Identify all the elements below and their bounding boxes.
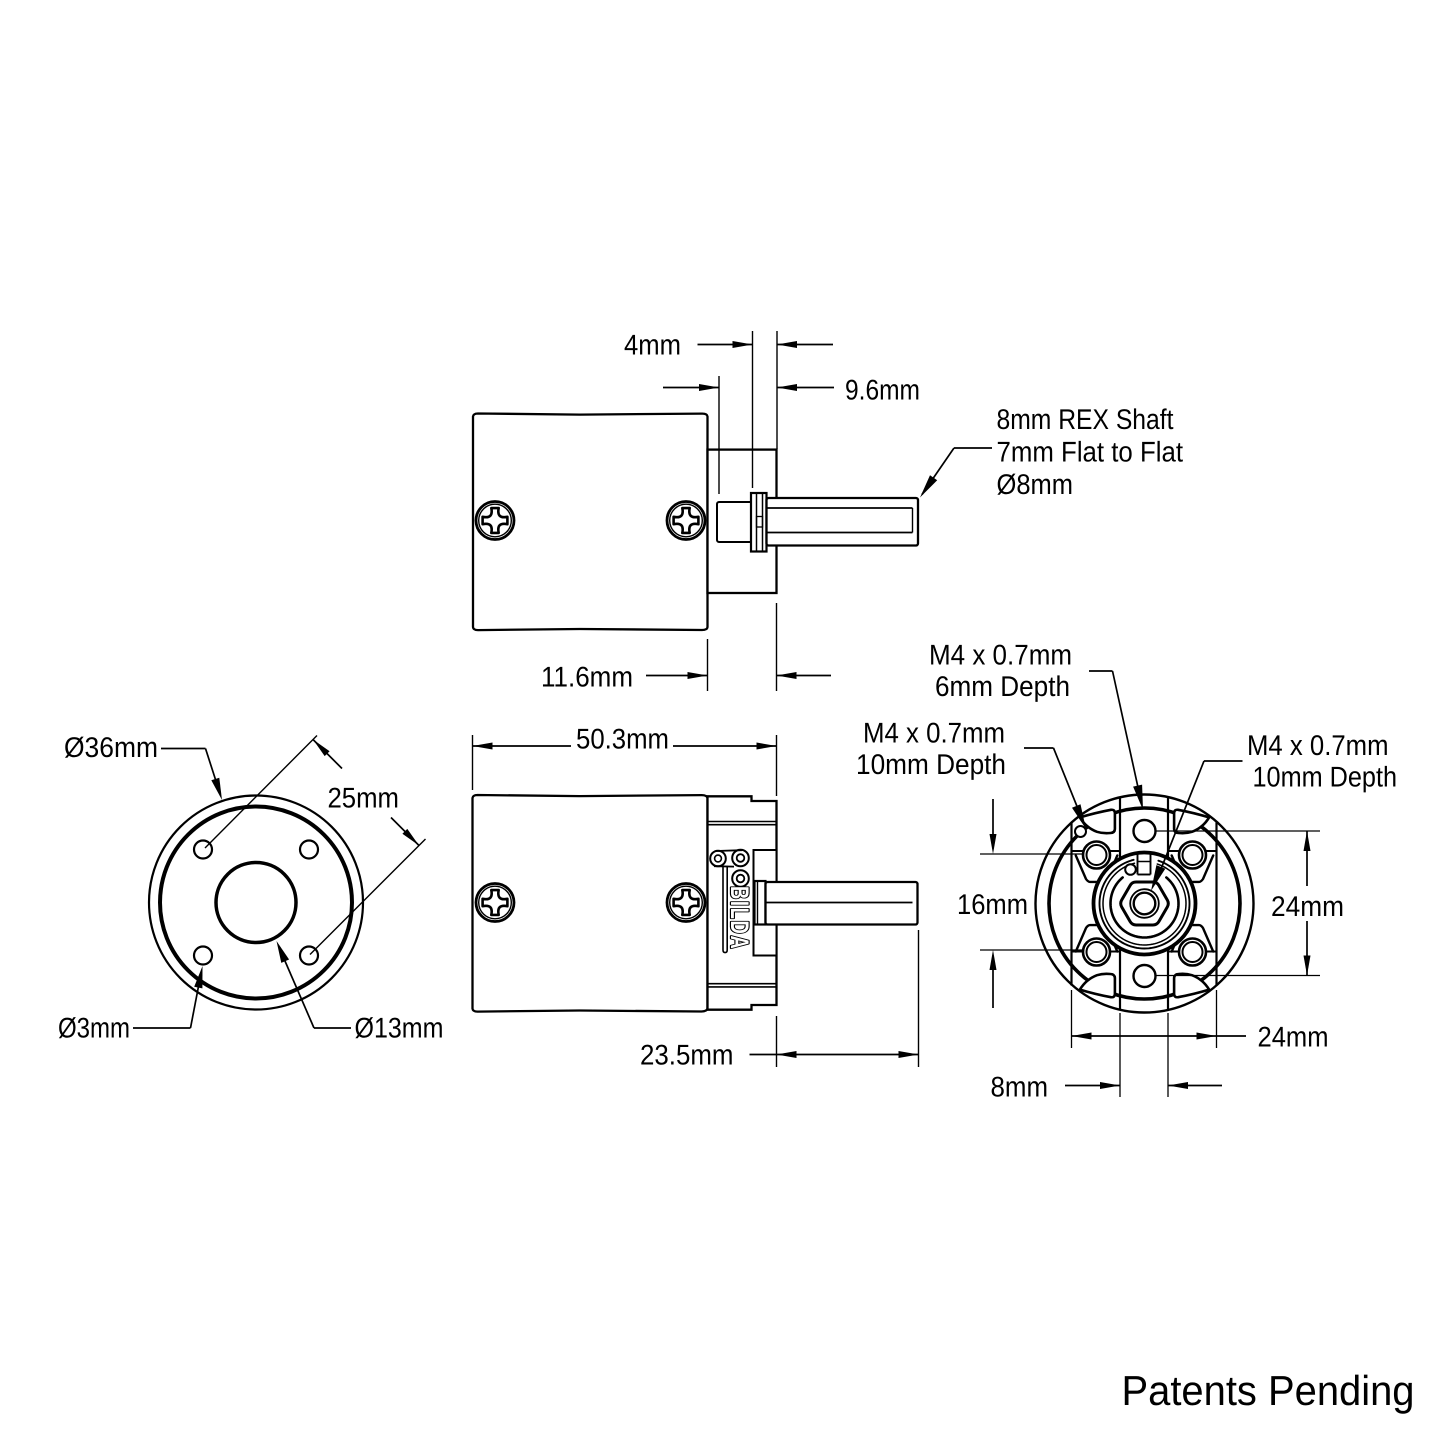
svg-text:6mm Depth: 6mm Depth [935, 671, 1070, 703]
svg-text:11.6mm: 11.6mm [541, 662, 633, 694]
svg-text:M4 x 0.7mm: M4 x 0.7mm [863, 718, 1005, 750]
svg-text:16mm: 16mm [957, 889, 1028, 921]
svg-text:23.5mm: 23.5mm [640, 1040, 734, 1072]
svg-text:Ø3mm: Ø3mm [58, 1013, 130, 1045]
svg-text:8mm: 8mm [991, 1072, 1049, 1104]
svg-text:10mm Depth: 10mm Depth [856, 749, 1006, 781]
svg-text:10mm Depth: 10mm Depth [1253, 762, 1398, 794]
svg-text:4mm: 4mm [624, 330, 681, 362]
svg-text:9.6mm: 9.6mm [845, 375, 920, 407]
svg-text:50.3mm: 50.3mm [576, 724, 669, 756]
svg-text:Patents Pending: Patents Pending [1122, 1367, 1415, 1414]
svg-text:Ø8mm: Ø8mm [997, 469, 1074, 501]
svg-text:25mm: 25mm [328, 783, 400, 815]
svg-text:BILDA: BILDA [725, 886, 753, 950]
svg-text:24mm: 24mm [1258, 1022, 1329, 1054]
svg-text:M4 x 0.7mm: M4 x 0.7mm [1247, 730, 1389, 762]
svg-text:24mm: 24mm [1271, 891, 1344, 923]
svg-text:Ø13mm: Ø13mm [355, 1013, 444, 1045]
svg-text:M4 x 0.7mm: M4 x 0.7mm [929, 640, 1072, 672]
svg-text:Ø36mm: Ø36mm [64, 732, 158, 764]
svg-text:7mm Flat to Flat: 7mm Flat to Flat [997, 437, 1184, 469]
svg-text:8mm REX Shaft: 8mm REX Shaft [997, 404, 1174, 436]
